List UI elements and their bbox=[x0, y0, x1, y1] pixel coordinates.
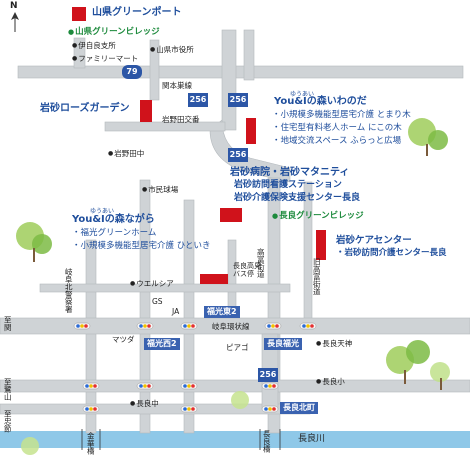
care-center-title: 岩砂ケアセンター bbox=[336, 235, 412, 246]
piago-label: ピアゴ bbox=[226, 343, 249, 352]
nagara-ruby: ゆうあい bbox=[90, 208, 115, 215]
nagara-forest-item-2: ・小規模多機能型居宅介護 ひといき bbox=[72, 241, 211, 251]
kinka-bridge-label: 金華橋 bbox=[86, 432, 96, 455]
tree-decorations bbox=[16, 118, 450, 455]
morinowa-title: You&Iの森いわのだ bbox=[274, 96, 367, 107]
route-256-shield-c: 256 bbox=[228, 148, 248, 162]
nagara-forest-item-1: ・福光グリーンホーム bbox=[72, 228, 157, 238]
nagara-es-label: 長良小 bbox=[316, 378, 345, 386]
gifu-loop-label: 岐阜環状線 bbox=[212, 322, 250, 331]
takatomi-kaido-label: 高富街道 bbox=[256, 248, 266, 278]
green-port-marker bbox=[72, 7, 86, 21]
nagara-fukumitsu-label: 長良福光 bbox=[264, 338, 302, 350]
morinowa-item-2: ・住宅型有料老人ホーム にこの木 bbox=[272, 123, 402, 133]
nagara-forest-title: You&Iの森ながら bbox=[72, 214, 155, 225]
hospital-item-1: 岩砂訪問看護ステーション bbox=[234, 180, 342, 190]
green-port-label: 山県グリーンポート bbox=[92, 7, 182, 18]
nagara-bridge-label: 長良橋 bbox=[262, 430, 272, 453]
north-arrow-icon bbox=[11, 12, 19, 32]
gs-label: GS bbox=[152, 297, 163, 306]
morinowa-marker bbox=[246, 118, 256, 144]
fukumitsu-east2-label: 福光東2 bbox=[204, 306, 240, 318]
sekimoto-line-label: 関本巣線 bbox=[162, 81, 192, 90]
iwanoda-jhs-label: 岩野田中 bbox=[108, 150, 144, 158]
care-center-marker bbox=[316, 230, 326, 260]
iwanoda-koban-label: 岩野田交番 bbox=[162, 115, 200, 124]
nagara-green-village-label: 長良グリーンビレッジ bbox=[272, 212, 364, 221]
nagara-forest-marker bbox=[200, 274, 228, 284]
mazda-label: マツダ bbox=[112, 335, 135, 344]
bridges bbox=[81, 429, 281, 450]
route-256-shield-b: 256 bbox=[228, 93, 248, 107]
nagara-kitamachi-label: 長良北町 bbox=[280, 402, 318, 414]
route-79-shield: 79 bbox=[122, 65, 142, 79]
green-village-label: 山県グリーンビレッジ bbox=[68, 28, 160, 37]
familymart-label: ファミリーマート bbox=[72, 55, 138, 63]
to-tadasu-label: 至忠節 bbox=[3, 410, 13, 433]
to-washiyama-label: 至鷺山 bbox=[3, 378, 13, 401]
hospital-title: 岩砂病院・岩砂マタニティ bbox=[230, 167, 350, 178]
traffic-signals bbox=[73, 322, 317, 413]
gifu-north-police-label: 岐阜北警察署 bbox=[64, 268, 74, 313]
road-gifu-loop bbox=[0, 317, 470, 335]
nagara-tenjin-label: 長良天神 bbox=[316, 340, 352, 348]
north-label: N bbox=[10, 1, 18, 11]
uercia-label: ウエルシア bbox=[130, 280, 174, 288]
city-stadium-label: 市民球場 bbox=[142, 186, 178, 194]
fukumitsu-west2-label: 福光西2 bbox=[144, 338, 180, 350]
city-hall-label: 山県市役所 bbox=[150, 46, 194, 54]
route-256-shield-d: 256 bbox=[258, 368, 278, 382]
rose-garden-label: 岩砂ローズガーデン bbox=[40, 103, 130, 114]
hospital-marker bbox=[220, 208, 242, 222]
hospital-item-2: 岩砂介護保険支援センター長良 bbox=[234, 193, 361, 203]
to-seki-label: 至関 bbox=[3, 316, 13, 331]
ja-label: JA bbox=[172, 307, 180, 316]
care-center-item-1: ・岩砂訪問介護センター長良 bbox=[336, 248, 447, 258]
morinowa-ruby: ゆうあい bbox=[290, 91, 315, 98]
nagara-river-label: 長良川 bbox=[298, 434, 326, 444]
morinowa-item-3: ・地域交流スペース ふらっと広場 bbox=[272, 136, 402, 146]
old-takatomi-kaido-label: 旧高富街道 bbox=[312, 258, 322, 296]
ijiki-branch-label: 伊自良支所 bbox=[72, 42, 116, 50]
nagara-jhs-label: 長良中 bbox=[130, 400, 159, 408]
nagara-bus-stop-label: 長良高見 バス停 bbox=[233, 262, 261, 279]
road-route-256-north bbox=[221, 29, 237, 131]
nagara-river bbox=[0, 431, 470, 448]
rose-garden-marker bbox=[140, 100, 152, 122]
morinowa-item-1: ・小規模多機能型居宅介護 とまり木 bbox=[272, 110, 411, 120]
route-256-shield-a: 256 bbox=[188, 93, 208, 107]
